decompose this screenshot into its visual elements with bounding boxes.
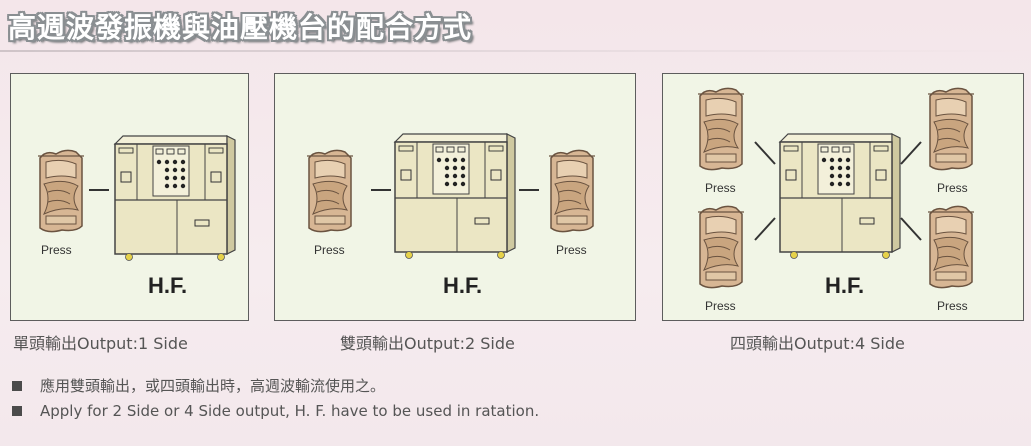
press-icon-bottom-right: [927, 205, 975, 289]
hf-machine-icon: [114, 135, 236, 262]
diagram-1-side: Press H.F.: [37, 135, 236, 298]
press-icon-top-left: [697, 87, 745, 171]
connection-line-top-right: [900, 141, 922, 165]
diagram-2-side: Press Press H.F.: [306, 133, 596, 298]
diagram-4-side: Press Press Press Press H.F.: [697, 87, 975, 313]
note-chinese-text: 應用雙頭輸出，或四頭輸出時，高週波輸流使用之。: [40, 377, 386, 395]
title-divider: [0, 50, 1031, 52]
connection-line-top-left: [754, 141, 776, 165]
hf-machine-icon: [779, 133, 901, 260]
connection-line-bottom-left: [754, 217, 776, 241]
page-title: 高週波發振機與油壓機台的配合方式: [8, 11, 473, 44]
hf-label: H.F.: [825, 273, 864, 298]
hf-label: H.F.: [443, 273, 482, 298]
caption-2-side: 雙頭輸出Output:2 Side: [340, 334, 515, 353]
caption-4-side: 四頭輸出Output:4 Side: [730, 334, 905, 353]
panel-2-side: Press Press H.F.: [274, 73, 636, 321]
caption-1-side: 單頭輸出Output:1 Side: [13, 334, 188, 353]
press-icon: [37, 149, 85, 233]
connection-line-bottom-right: [900, 217, 922, 241]
press-label-top-right: Press: [937, 181, 968, 195]
panel-1-side: Press H.F.: [10, 73, 249, 321]
press-icon-bottom-left: [697, 205, 745, 289]
hf-machine-icon: [394, 133, 516, 260]
press-icon-left: [306, 149, 354, 233]
press-icon-right: [548, 149, 596, 233]
press-label-top-left: Press: [705, 181, 736, 195]
note-chinese: 應用雙頭輸出，或四頭輸出時，高週波輸流使用之。: [12, 375, 385, 396]
panel-4-side: Press Press Press Press H.F.: [662, 73, 1024, 321]
bullet-square-icon: [12, 380, 22, 391]
hf-label: H.F.: [148, 273, 187, 298]
press-icon-top-right: [927, 87, 975, 171]
press-label-left: Press: [314, 243, 345, 257]
bullet-square-icon: [12, 406, 22, 416]
note-english: Apply for 2 Side or 4 Side output, H. F.…: [12, 402, 539, 420]
press-label-bottom-right: Press: [937, 299, 968, 313]
note-english-text: Apply for 2 Side or 4 Side output, H. F.…: [40, 402, 540, 420]
press-label-right: Press: [556, 243, 587, 257]
press-label-bottom-left: Press: [705, 299, 736, 313]
press-label: Press: [41, 243, 72, 257]
